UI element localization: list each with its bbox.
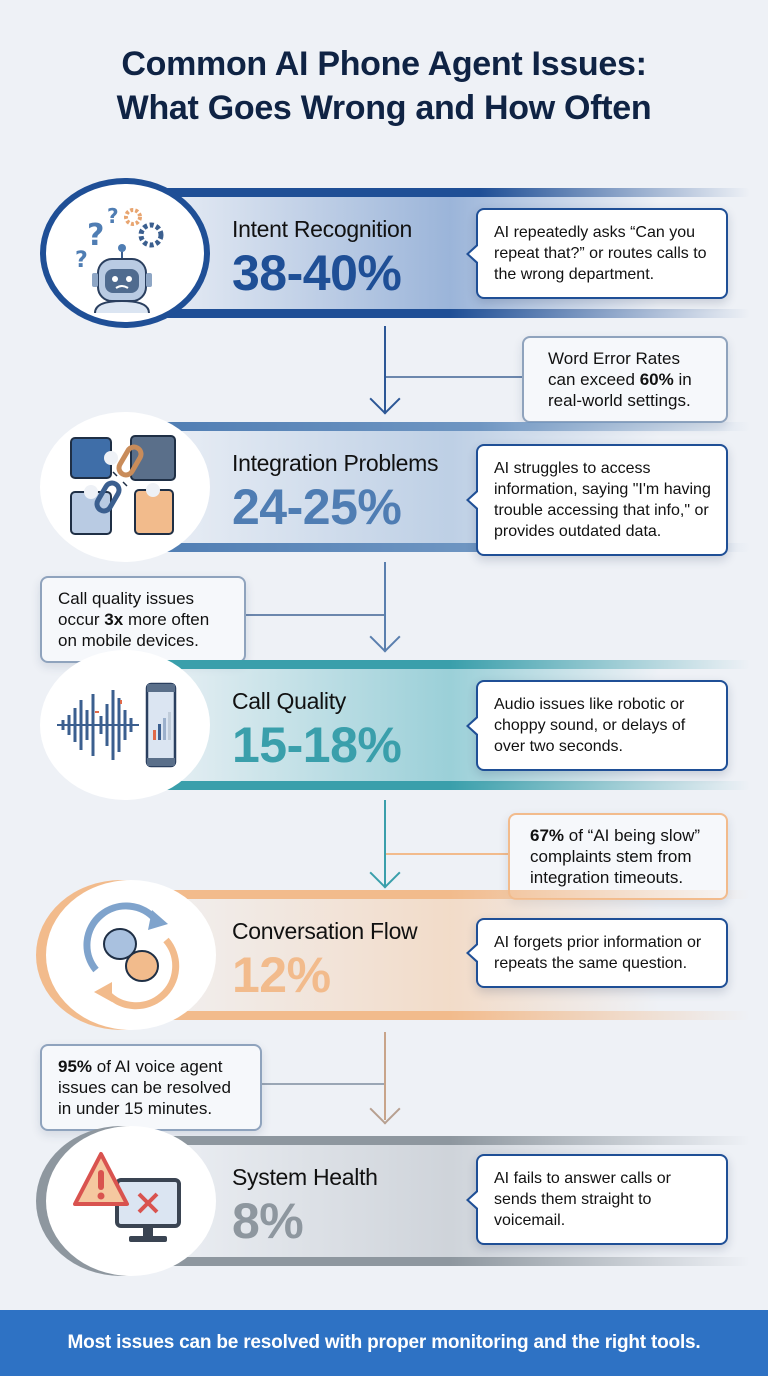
category-label: Call Quality xyxy=(232,688,346,714)
description-bubble: Audio issues like robotic or choppy soun… xyxy=(466,680,728,771)
connector-branch xyxy=(262,1083,384,1085)
category-label: Intent Recognition xyxy=(232,216,413,242)
category-value: 12% xyxy=(232,947,331,1003)
warning-monitor-icon xyxy=(46,1126,216,1276)
arrow-down-icon xyxy=(369,383,401,415)
connector-line xyxy=(384,562,386,650)
category-value: 38-40% xyxy=(232,245,402,301)
page-title: Common AI Phone Agent Issues: What Goes … xyxy=(0,42,768,130)
soundwave-phone-icon xyxy=(40,650,210,800)
description-bubble: AI fails to answer calls or sends them s… xyxy=(466,1154,728,1245)
connector-line xyxy=(384,326,386,412)
stat-card-ai-slow-complaints: 67% of “AI being slow” complaints stem f… xyxy=(508,813,728,900)
section-system-health: System Health 8% AI fails to answer call… xyxy=(0,1126,768,1276)
category-label: System Health xyxy=(232,1164,378,1190)
stat-card-word-error-rate: Word Error Rates can exceed 60% in real-… xyxy=(522,336,728,423)
category-value: 8% xyxy=(232,1193,304,1249)
description-bubble: AI forgets prior information or repeats … xyxy=(466,918,728,988)
stat-card-resolution-time: 95% of AI voice agent issues can be reso… xyxy=(40,1044,262,1131)
category-label: Integration Problems xyxy=(232,450,439,476)
connector-branch xyxy=(386,853,510,855)
connector-branch xyxy=(246,614,384,616)
category-value: 24-25% xyxy=(232,479,402,535)
connector-line xyxy=(384,800,386,886)
category-label: Conversation Flow xyxy=(232,918,418,944)
section-integration-problems: Integration Problems 24-25% AI struggles… xyxy=(0,412,768,562)
section-intent-recognition: ? ? ? Intent Recognition 38-40% AI repea… xyxy=(0,178,768,328)
svg-text:?: ? xyxy=(75,248,88,273)
arrow-down-icon xyxy=(369,621,401,653)
connector-branch xyxy=(386,376,522,378)
confused-robot-icon: ? ? ? xyxy=(40,178,210,328)
section-call-quality: Call Quality 15-18% Audio issues like ro… xyxy=(0,650,768,800)
arrow-down-icon xyxy=(369,1093,401,1125)
description-bubble: AI struggles to access information, sayi… xyxy=(466,444,728,556)
connector-line xyxy=(384,1032,386,1120)
svg-text:?: ? xyxy=(107,204,119,228)
title-line-1: Common AI Phone Agent Issues: xyxy=(121,45,647,83)
footer-text: Most issues can be resolved with proper … xyxy=(67,1332,701,1353)
broken-puzzle-link-icon xyxy=(40,412,210,562)
chat-cycle-icon xyxy=(46,880,216,1030)
footer-banner: Most issues can be resolved with proper … xyxy=(0,1310,768,1376)
svg-text:?: ? xyxy=(87,218,104,253)
description-bubble: AI repeatedly asks “Can you repeat that?… xyxy=(466,208,728,299)
section-conversation-flow: Conversation Flow 12% AI forgets prior i… xyxy=(0,880,768,1030)
category-value: 15-18% xyxy=(232,717,402,773)
title-line-2: What Goes Wrong and How Often xyxy=(116,89,652,127)
